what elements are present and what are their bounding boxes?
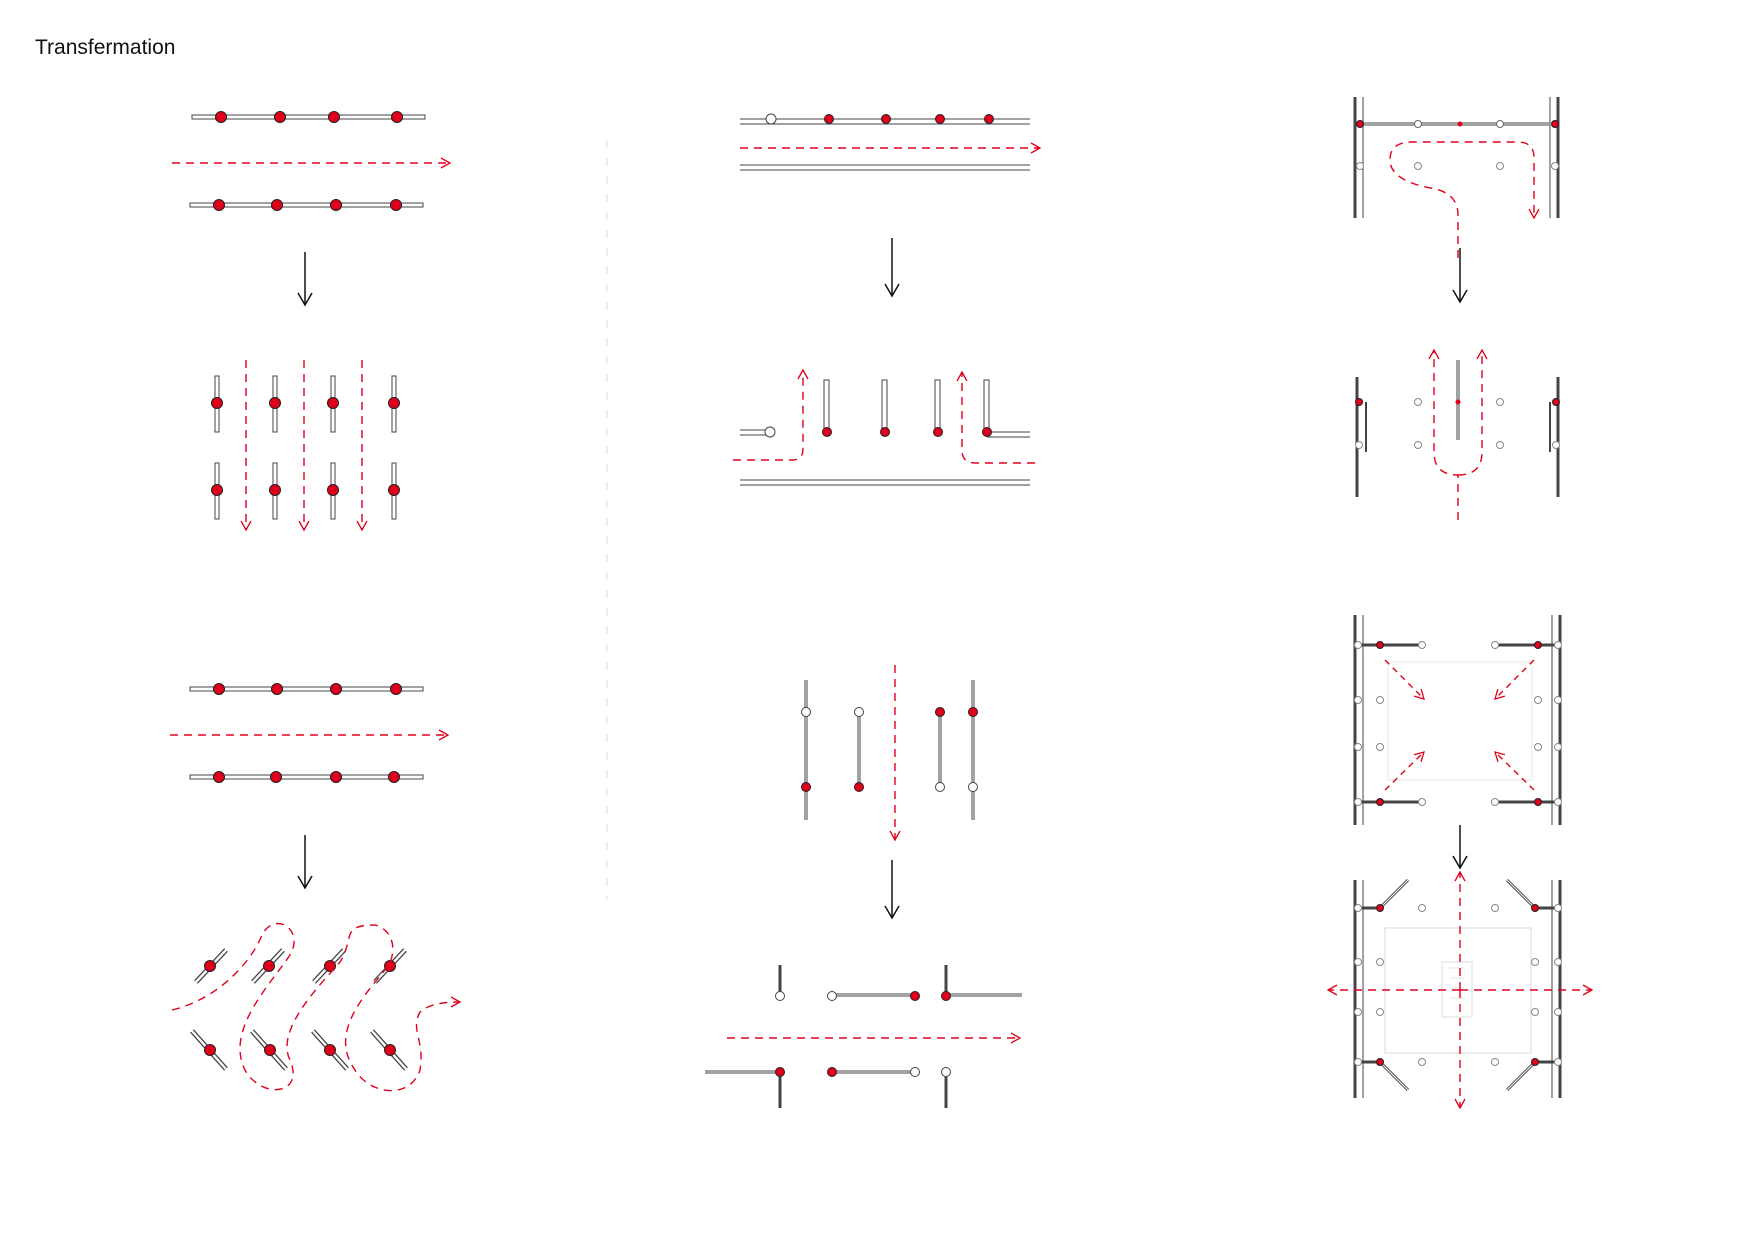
c3-room-after: [1326, 870, 1594, 1110]
wall-top: [191, 111, 426, 123]
c1-corridor-before-2: [170, 683, 450, 783]
wall-bottom: [189, 199, 424, 211]
c1-zigzag: [171, 922, 462, 1092]
c1-parallel-walls: [211, 360, 400, 532]
c3-u-turn-before: [1353, 97, 1560, 258]
c2-shifted-walls: [705, 965, 1022, 1108]
c1-corridor-before: [172, 111, 452, 211]
c2-vertical-walls: [801, 665, 978, 842]
c3-room-before: [1353, 615, 1562, 825]
c2-corridor-before: [740, 113, 1042, 171]
c3-u-turn-after: [1355, 348, 1560, 520]
c2-alcoves: [733, 368, 1035, 486]
sheet-title: Transfermation: [35, 36, 176, 59]
